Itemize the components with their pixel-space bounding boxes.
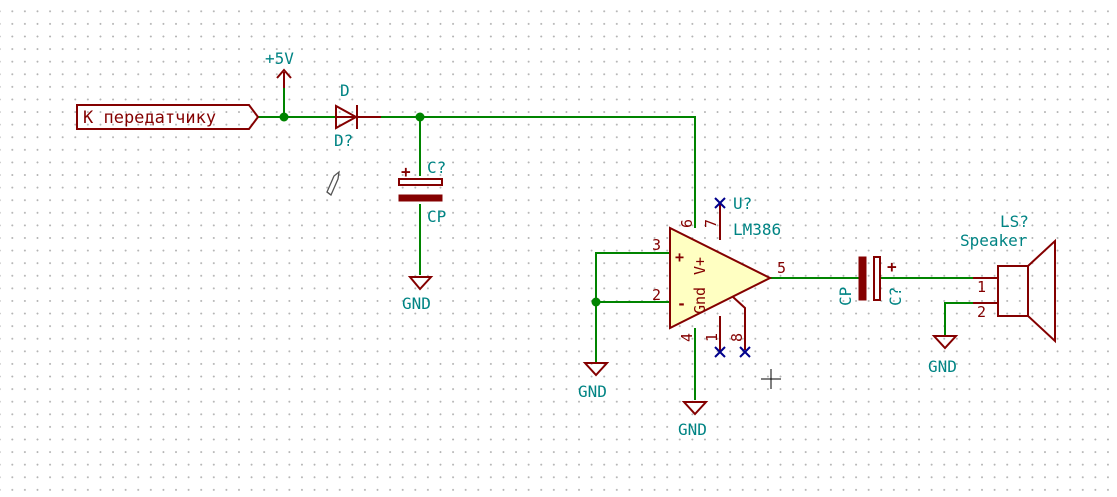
junction-dot [415,112,425,122]
wire-spk2-gnd [944,302,973,335]
plus-input-label: + [675,248,684,266]
minus-input-label: - [677,295,686,313]
amplifier-triangle [669,226,773,330]
pin-number-8: 8 [728,333,746,342]
speaker-symbol[interactable]: 1 2 LS? Speaker [960,212,1056,344]
gnd-label: GND [678,420,707,439]
wire-pin3 [595,252,670,362]
pin-number-2: 2 [652,286,661,304]
vplus-pin-name: V+ [691,257,709,275]
gnd-symbol-amp[interactable]: GND [678,401,709,439]
gnd-pin-name: Gnd [691,287,709,314]
diode-symbol[interactable]: D D? [334,81,381,150]
wires [258,72,973,400]
no-connect-pin8[interactable] [739,346,751,358]
net-label-text: К передатчику [83,108,216,128]
gnd-label: GND [578,382,607,401]
gnd-label: GND [928,357,957,376]
input-cap-polarity: + [401,162,411,181]
gnd-symbol-cap[interactable]: GND [402,276,434,313]
pin-number-5: 5 [777,259,786,277]
wire-supply [381,116,696,228]
pin-number-1: 1 [703,333,721,342]
junction-dot [591,297,601,307]
pin-number-7: 7 [702,219,720,228]
output-cap-ref: C? [886,287,905,306]
net-label-transmitter[interactable]: К передатчику [76,104,260,130]
lm386-amplifier[interactable]: + - Gnd V+ 3 2 6 7 5 4 1 8 U? LM386 [652,194,786,352]
power-5v-label: +5V [265,49,294,68]
input-capacitor[interactable]: + C? CP [398,158,446,226]
gnd-label: GND [402,294,431,313]
amplifier-ref: U? [733,194,752,213]
output-capacitor[interactable]: + CP C? [836,256,905,306]
pin-number-4: 4 [678,333,696,342]
pin-number-6: 6 [678,219,696,228]
crosshair-cursor-icon [761,369,781,389]
speaker-pin-1: 1 [977,278,986,296]
gnd-symbol-input[interactable]: GND [578,362,610,401]
amplifier-value: LM386 [733,220,781,239]
input-cap-value: CP [427,207,446,226]
pin8-stub [732,296,746,350]
junction-dot [279,112,289,122]
output-cap-polarity: + [887,257,897,276]
diode-ref: D? [334,131,353,150]
no-connect-pin7[interactable] [714,197,726,209]
speaker-value: Speaker [960,231,1028,250]
input-cap-ref: C? [427,158,446,177]
speaker-ref: LS? [1000,212,1029,231]
output-cap-value: CP [836,287,855,306]
speaker-pin-2: 2 [977,303,986,321]
gnd-symbol-speaker[interactable]: GND [928,335,959,376]
power-5v-symbol[interactable]: +5V [265,49,294,88]
pencil-icon [326,170,340,197]
pin-number-3: 3 [652,236,661,254]
no-connect-pin1[interactable] [714,346,726,358]
speaker-cone [1027,238,1056,344]
speaker-box [997,265,1029,317]
diode-value: D [340,81,350,100]
